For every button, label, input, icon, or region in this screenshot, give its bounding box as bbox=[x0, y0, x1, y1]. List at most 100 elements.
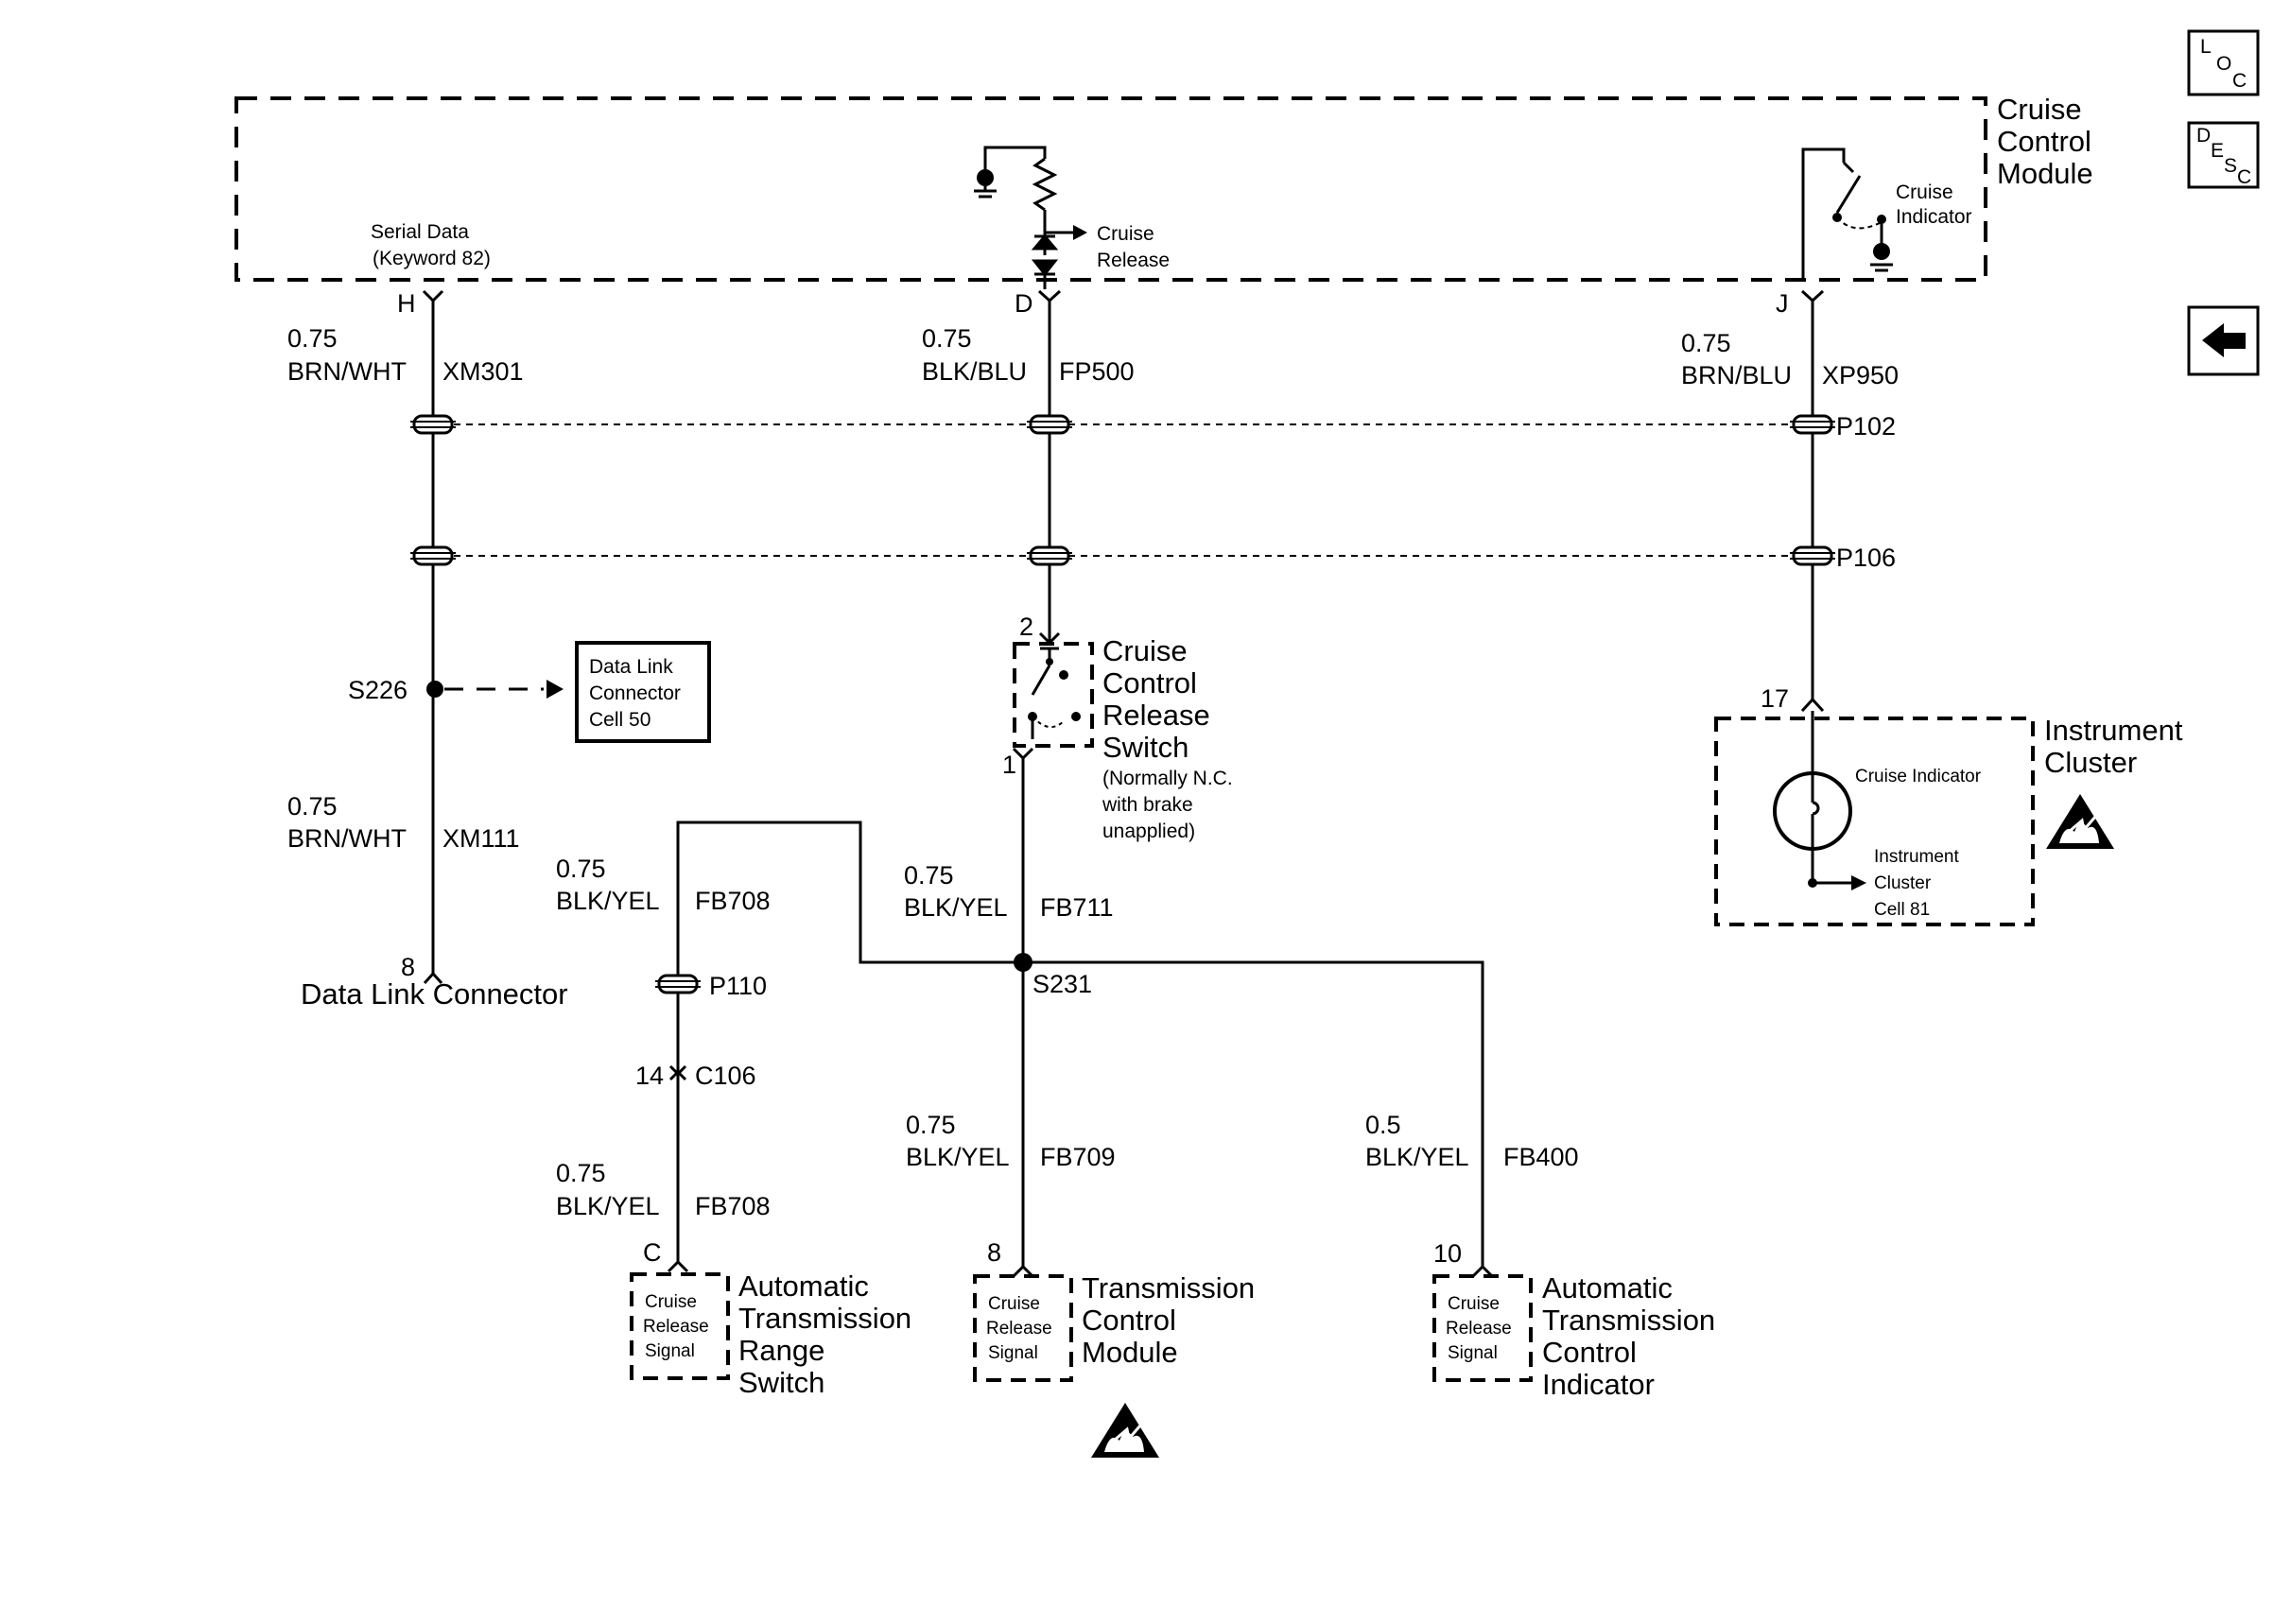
cruise-indicator-internal: Cruise Indicator bbox=[1801, 147, 1972, 280]
svg-text:Cell 50: Cell 50 bbox=[589, 709, 651, 731]
svg-text:BLK/YEL: BLK/YEL bbox=[906, 1143, 1010, 1171]
arrow-right-icon bbox=[547, 680, 564, 699]
dlc-cell-50-link[interactable]: Data Link Connector Cell 50 bbox=[575, 641, 711, 743]
svg-text:Signal: Signal bbox=[988, 1343, 1038, 1363]
svg-text:Cruise: Cruise bbox=[1448, 1294, 1500, 1314]
svg-text:S: S bbox=[2224, 155, 2237, 177]
svg-text:Indicator: Indicator bbox=[1542, 1368, 1655, 1401]
svg-text:FB711: FB711 bbox=[1040, 893, 1114, 922]
wire-label-fb400: 0.5 BLK/YEL FB400 bbox=[1365, 1111, 1579, 1171]
svg-text:Signal: Signal bbox=[1448, 1343, 1498, 1363]
cruise-release-label-2: Release bbox=[1097, 250, 1170, 271]
svg-text:Instrument: Instrument bbox=[2044, 714, 2183, 747]
esd-icon bbox=[2044, 792, 2116, 851]
p110-label: P110 bbox=[709, 972, 767, 1000]
svg-text:Cell 81: Cell 81 bbox=[1874, 900, 1930, 920]
connector-ties bbox=[454, 423, 1792, 557]
splice-s231 bbox=[1014, 953, 1032, 972]
svg-text:0.75: 0.75 bbox=[922, 324, 972, 353]
svg-text:0.75: 0.75 bbox=[556, 855, 606, 883]
range-switch: C Cruise Release Signal Automatic Transm… bbox=[630, 1238, 911, 1399]
transmission-control-indicator: 10 Cruise Release Signal Automatic Trans… bbox=[1432, 1239, 1715, 1401]
cruise-indicator-label: Cruise bbox=[1896, 181, 1953, 203]
loc-icon: L O C bbox=[2200, 36, 2247, 92]
module-name-line-1: Cruise bbox=[1997, 93, 2082, 126]
release-switch-pin-top: 2 bbox=[1019, 613, 1033, 641]
svg-text:0.75: 0.75 bbox=[1681, 329, 1731, 357]
svg-text:BLK/YEL: BLK/YEL bbox=[556, 1192, 660, 1220]
c106-label: C106 bbox=[695, 1062, 756, 1090]
arrow-right-icon bbox=[1851, 875, 1866, 890]
svg-text:Instrument: Instrument bbox=[1874, 847, 1959, 867]
svg-text:0.75: 0.75 bbox=[906, 1111, 956, 1139]
pin-j-label: J bbox=[1776, 289, 1789, 318]
svg-text:Signal: Signal bbox=[645, 1341, 695, 1361]
tci-pin: 10 bbox=[1433, 1239, 1462, 1268]
svg-text:BLK/YEL: BLK/YEL bbox=[556, 887, 660, 915]
svg-text:Cruise: Cruise bbox=[645, 1292, 697, 1312]
svg-text:BLK/YEL: BLK/YEL bbox=[904, 893, 1008, 922]
ground-icon bbox=[977, 169, 994, 186]
resistor-icon bbox=[1032, 157, 1058, 212]
diode-icon bbox=[1031, 233, 1059, 251]
connector-p110 bbox=[653, 974, 703, 994]
svg-text:Cluster: Cluster bbox=[2044, 746, 2137, 779]
svg-text:Release: Release bbox=[1446, 1319, 1512, 1339]
svg-text:Module: Module bbox=[1082, 1336, 1178, 1369]
desc-button[interactable]: D E S C bbox=[2187, 121, 2260, 189]
svg-text:unapplied): unapplied) bbox=[1102, 821, 1195, 842]
svg-text:BLK/BLU: BLK/BLU bbox=[922, 357, 1027, 386]
svg-text:XM301: XM301 bbox=[442, 357, 524, 386]
svg-text:0.75: 0.75 bbox=[556, 1159, 606, 1187]
svg-text:BRN/WHT: BRN/WHT bbox=[287, 824, 407, 853]
back-button[interactable] bbox=[2187, 305, 2260, 376]
svg-text:0.75: 0.75 bbox=[287, 324, 338, 353]
svg-text:Release: Release bbox=[986, 1319, 1052, 1339]
wire-label-fb708-lower: 0.75 BLK/YEL FB708 bbox=[556, 1159, 771, 1220]
wire-label-fp500: 0.75 BLK/BLU FP500 bbox=[922, 324, 1135, 386]
svg-text:Cruise: Cruise bbox=[988, 1294, 1040, 1314]
release-switch-pin-bottom: 1 bbox=[1002, 751, 1016, 779]
svg-text:Cluster: Cluster bbox=[1874, 873, 1932, 893]
dlc-pin: 8 bbox=[401, 953, 415, 981]
wire-label-xp950: 0.75 BRN/BLU XP950 bbox=[1681, 329, 1899, 389]
cruise-release-internal: Cruise Release bbox=[974, 146, 1170, 289]
connector-p102-a bbox=[408, 414, 458, 435]
svg-text:Automatic: Automatic bbox=[1542, 1271, 1673, 1304]
serial-data-keyword: (Keyword 82) bbox=[373, 248, 491, 269]
dlc-pin-connector bbox=[423, 971, 443, 985]
svg-text:Control: Control bbox=[1102, 666, 1197, 700]
svg-text:Cruise: Cruise bbox=[1102, 634, 1188, 667]
svg-text:D: D bbox=[2196, 125, 2211, 147]
svg-text:(Normally N.C.: (Normally N.C. bbox=[1102, 768, 1233, 789]
svg-text:Automatic: Automatic bbox=[738, 1270, 869, 1303]
s231-label: S231 bbox=[1032, 970, 1092, 998]
loc-button[interactable]: L O C bbox=[2187, 29, 2260, 96]
cruise-control-module: Cruise Control Module Serial Data (Keywo… bbox=[234, 93, 2093, 318]
svg-text:0.5: 0.5 bbox=[1365, 1111, 1401, 1139]
svg-text:Transmission: Transmission bbox=[738, 1302, 911, 1335]
svg-text:Connector: Connector bbox=[589, 682, 681, 704]
svg-text:XM111: XM111 bbox=[442, 824, 520, 853]
svg-text:Release: Release bbox=[1102, 699, 1210, 732]
ground-icon-2 bbox=[1873, 243, 1890, 260]
serial-data-label: Serial Data bbox=[371, 221, 469, 243]
svg-text:C: C bbox=[2237, 166, 2251, 188]
module-outline bbox=[234, 96, 1987, 282]
transmission-control-module: 8 Cruise Release Signal Transmission Con… bbox=[973, 1238, 1255, 1460]
wire-label-fb709: 0.75 BLK/YEL FB709 bbox=[906, 1111, 1116, 1171]
diode-icon-2 bbox=[1031, 259, 1059, 277]
module-name-line-3: Module bbox=[1997, 157, 2093, 190]
svg-text:BRN/BLU: BRN/BLU bbox=[1681, 361, 1792, 389]
wire-label-fb711: 0.75 BLK/YEL FB711 bbox=[904, 861, 1114, 922]
svg-text:Transmission: Transmission bbox=[1082, 1271, 1255, 1304]
wire-label-fb708-upper: 0.75 BLK/YEL FB708 bbox=[556, 855, 771, 915]
svg-text:C: C bbox=[2232, 70, 2247, 92]
svg-text:E: E bbox=[2211, 140, 2224, 162]
svg-text:FP500: FP500 bbox=[1059, 357, 1135, 386]
svg-text:FB709: FB709 bbox=[1040, 1143, 1116, 1171]
svg-text:FB400: FB400 bbox=[1503, 1143, 1579, 1171]
pin-h-label: H bbox=[397, 289, 416, 318]
svg-text:Transmission: Transmission bbox=[1542, 1304, 1715, 1337]
cruise-release-label: Cruise bbox=[1097, 223, 1154, 245]
